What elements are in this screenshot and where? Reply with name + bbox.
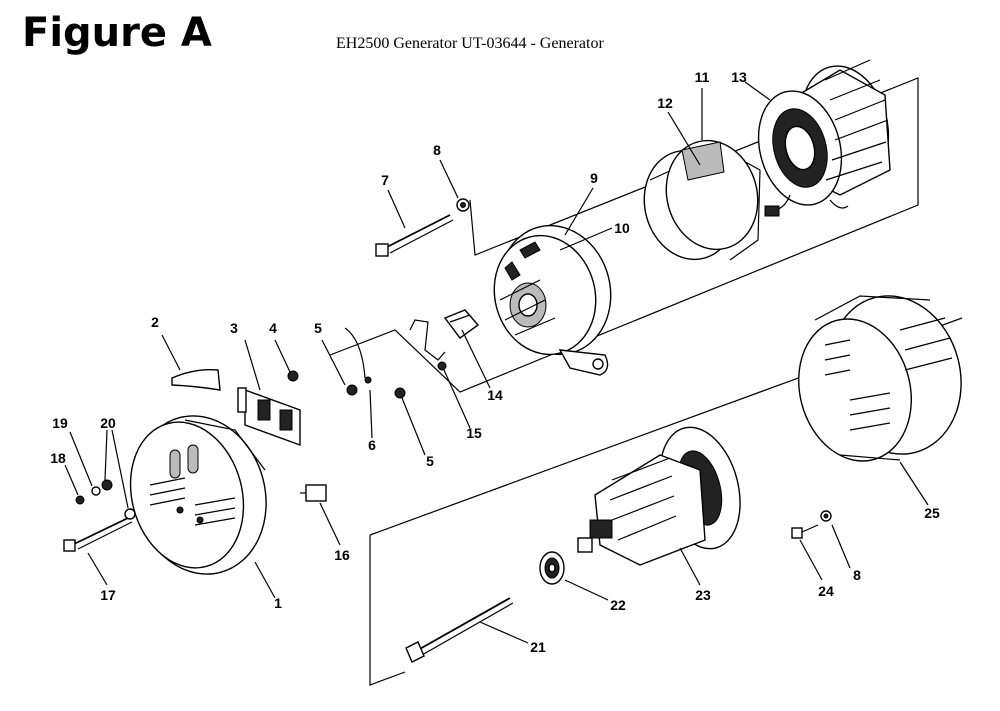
end-cover-part: [129, 415, 267, 575]
callout-labels: 1 2 3 4 5 5 6 7 8 8 9 10 11 12 13 14 15 …: [50, 69, 940, 655]
callout-4: 4: [269, 320, 277, 336]
callout-24: 24: [818, 583, 834, 599]
callout-7: 7: [381, 172, 389, 188]
callout-25: 25: [924, 505, 940, 521]
callout-19: 19: [52, 415, 68, 431]
callout-5b: 5: [426, 453, 434, 469]
callout-20: 20: [100, 415, 116, 431]
callout-3: 3: [230, 320, 238, 336]
callout-6: 6: [368, 437, 376, 453]
callout-12: 12: [657, 95, 673, 111]
callout-17: 17: [100, 587, 116, 603]
callout-22: 22: [610, 597, 626, 613]
rear-housing-part: [798, 295, 962, 462]
callout-2: 2: [151, 314, 159, 330]
callout-5a: 5: [314, 320, 322, 336]
callout-9: 9: [590, 170, 598, 186]
screw-part: [346, 384, 406, 399]
callout-8b: 8: [853, 567, 861, 583]
through-bolt-part: [405, 597, 514, 663]
callout-18: 18: [50, 450, 66, 466]
callout-23: 23: [695, 587, 711, 603]
terminal-bracket-part: [443, 309, 480, 339]
callout-11: 11: [695, 69, 710, 85]
label-plate-part: [171, 368, 221, 391]
rotor-part: [577, 426, 741, 566]
stator-sleeve-part: [643, 139, 761, 261]
callout-1: 1: [274, 595, 282, 611]
receptacle-part: [237, 370, 301, 446]
callout-21: 21: [530, 639, 546, 655]
leader-lines: [64, 81, 929, 644]
diagram-title: EH2500 Generator UT-03644 - Generator: [336, 35, 604, 52]
callout-8a: 8: [433, 142, 441, 158]
wire-clip-part: [409, 319, 447, 371]
callout-13: 13: [731, 69, 747, 85]
wire-part: [344, 327, 372, 384]
stator-part: [757, 59, 891, 217]
long-bolt-part: [375, 198, 470, 257]
callout-15: 15: [466, 425, 482, 441]
bearing-part: [539, 551, 565, 585]
callout-16: 16: [334, 547, 350, 563]
cover-bolt-part: [63, 479, 136, 552]
upper-assembly-outline: [329, 77, 919, 393]
callout-10: 10: [614, 220, 630, 236]
callout-14: 14: [487, 387, 503, 403]
housing-bolt-part: [791, 510, 832, 539]
diode-part: [300, 484, 327, 502]
front-bracket-part: [493, 224, 612, 376]
figure-label: Figure A: [22, 10, 212, 56]
